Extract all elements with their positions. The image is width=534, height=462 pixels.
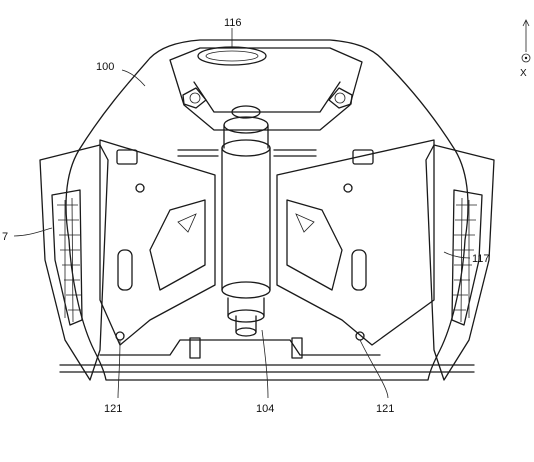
label-117: 117 (472, 253, 490, 265)
upper-left-vent (182, 87, 207, 109)
left-side-panel (39, 144, 109, 381)
upper-right-vent (328, 87, 353, 109)
right-honeycomb-grille (451, 189, 483, 326)
steering-column (221, 105, 271, 337)
left-honeycomb-grille (51, 189, 83, 326)
left-slot-vent (116, 149, 138, 165)
label-7: 7 (2, 231, 8, 243)
top-opening (197, 46, 267, 66)
right-slot-vent (352, 149, 374, 165)
axis-x-label: X (520, 68, 527, 79)
leader-lines (13, 27, 471, 399)
left-inner-panel (99, 139, 216, 346)
right-side-slot (351, 249, 367, 291)
label-100: 100 (96, 61, 114, 73)
lower-bracket (99, 339, 381, 356)
right-inner-panel (276, 139, 435, 346)
label-121-left: 121 (104, 403, 122, 415)
axis-indicator: X (520, 19, 531, 79)
crossbar-slot (177, 149, 317, 157)
label-121-right: 121 (376, 403, 394, 415)
label-116: 116 (224, 17, 242, 29)
body-outline (65, 39, 469, 381)
label-104: 104 (256, 403, 274, 415)
left-side-slot (117, 249, 133, 291)
